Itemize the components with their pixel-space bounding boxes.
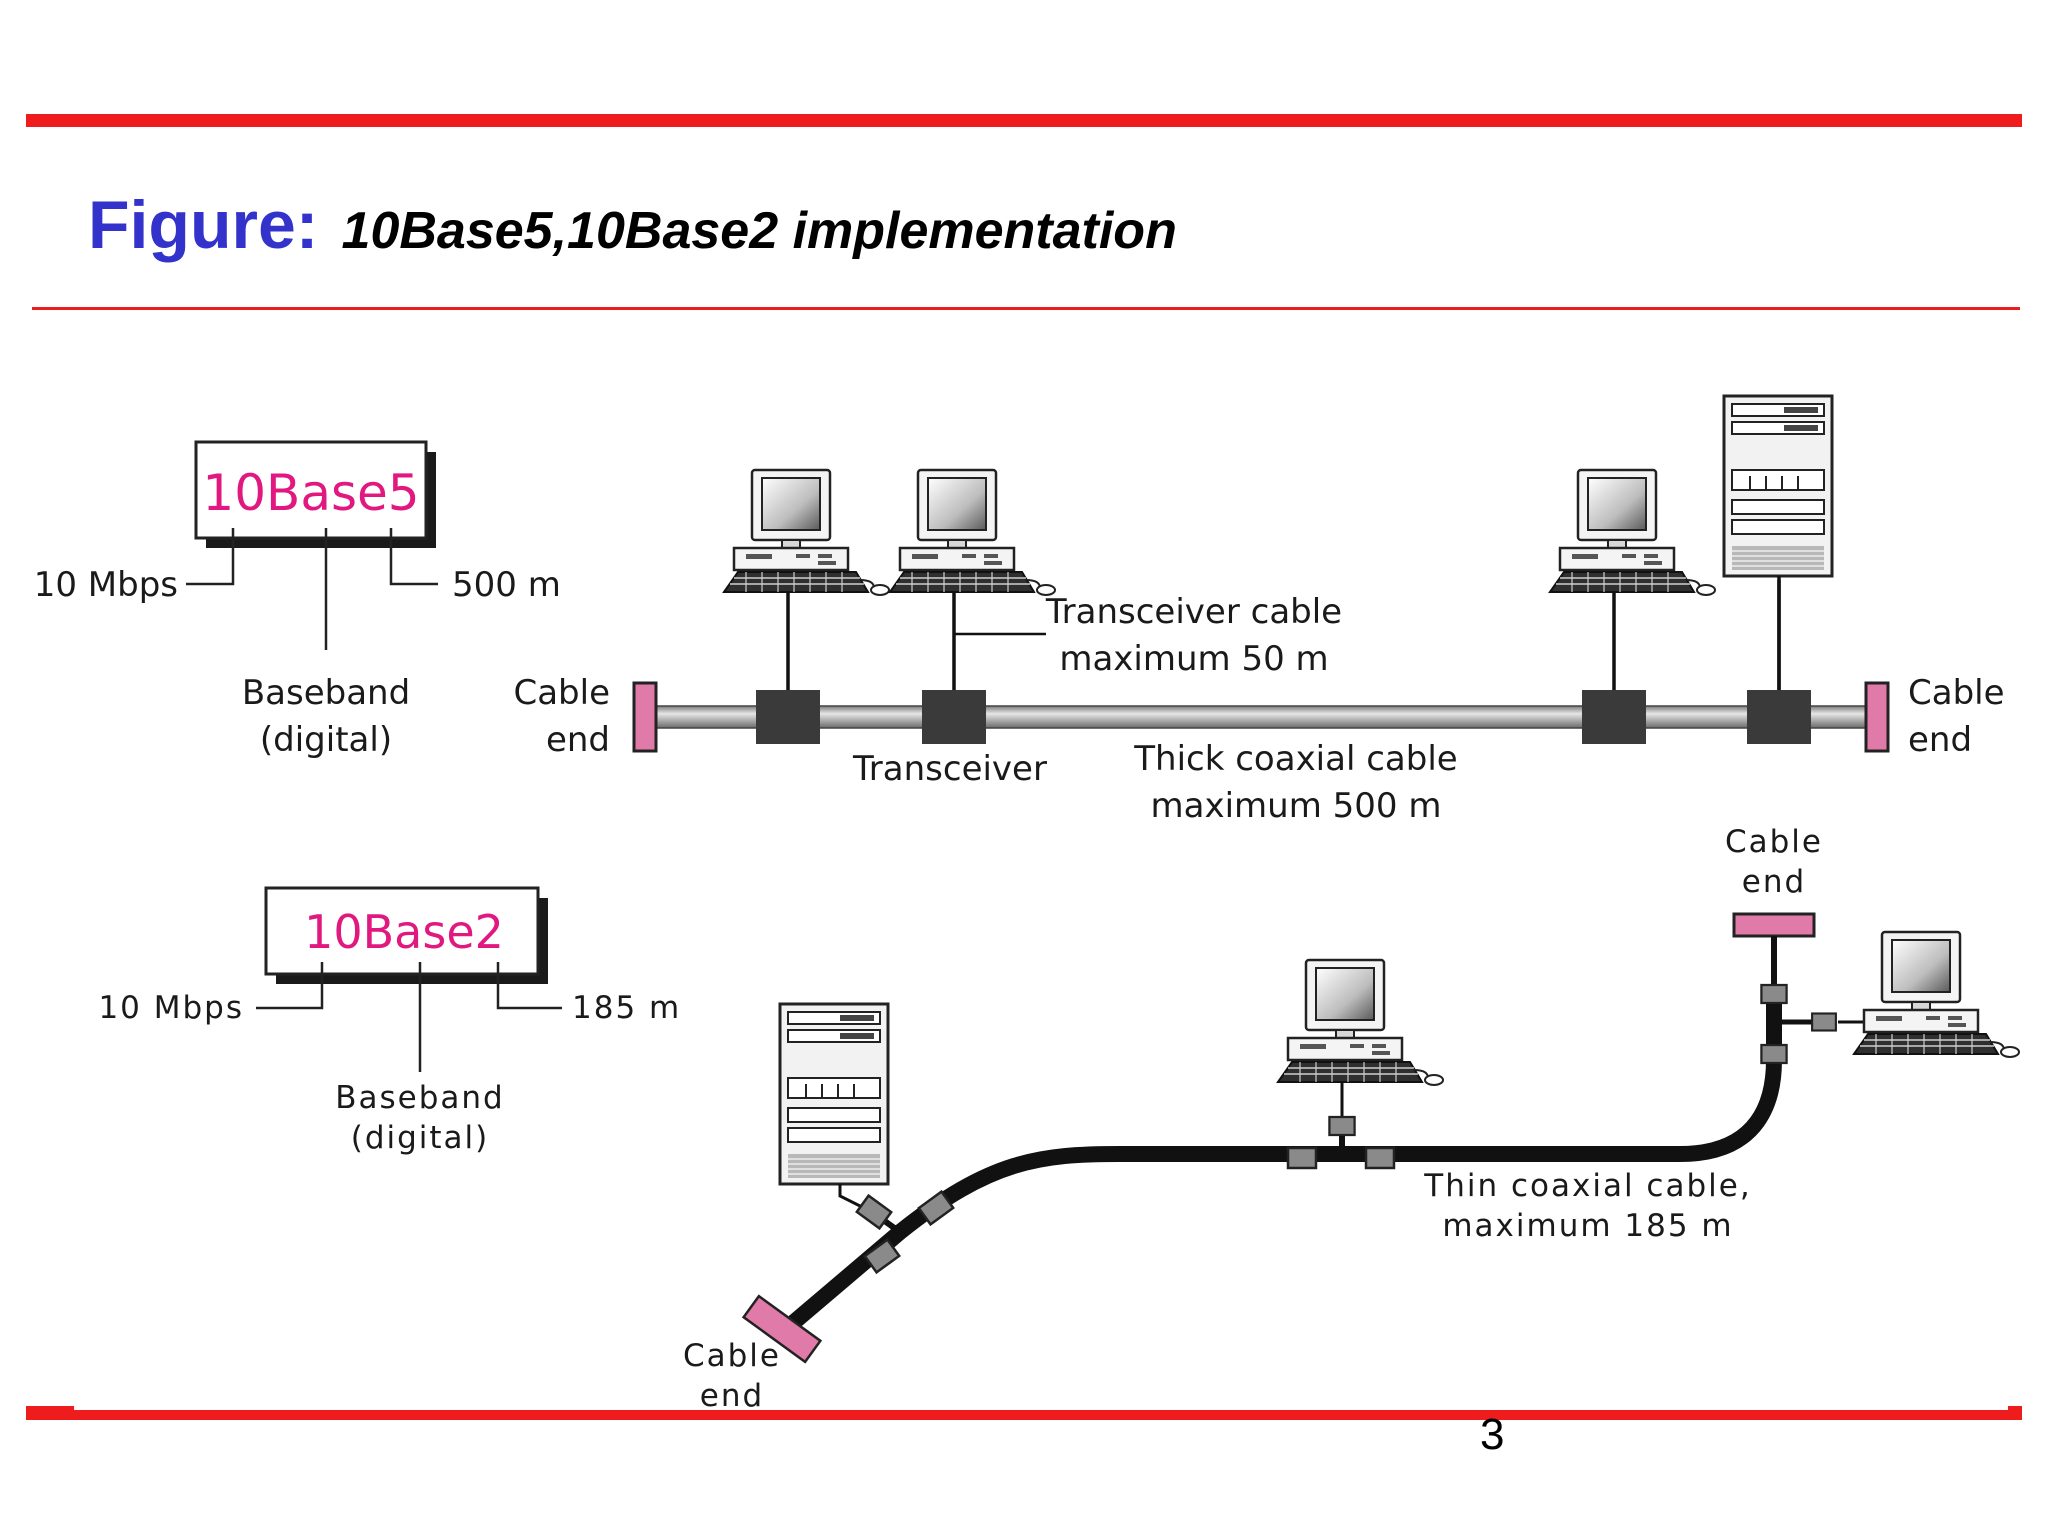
thick-cable-line1: Thick coaxial cable xyxy=(1133,739,1457,779)
base2-cable-end-bottom-line1: Cable xyxy=(683,1338,781,1374)
bottom-thick-rule xyxy=(26,1410,2022,1420)
transceiver-cable-line2: maximum 50 m xyxy=(1059,639,1328,679)
bottom-left-tab xyxy=(26,1406,74,1420)
title-underline-rule xyxy=(32,307,2020,310)
base5-signal-line1: Baseband xyxy=(242,673,410,713)
t-connector-icon xyxy=(1286,1115,1396,1170)
workstation-icon xyxy=(1276,958,1445,1087)
thin-cable-line2: maximum 185 m xyxy=(1442,1208,1733,1244)
base2-cable-end-top-line1: Cable xyxy=(1725,824,1823,860)
workstation-icon xyxy=(1852,930,2021,1059)
cable-end-terminator-icon xyxy=(741,1294,823,1364)
title-main: 10Base5,10Base2 implementation xyxy=(341,202,1177,260)
base5-signal-line2: (digital) xyxy=(260,720,392,760)
slide-title: Figure: 10Base5,10Base2 implementation xyxy=(88,186,1177,264)
base2-spec-box: 10Base2 10 Mbps 185 m Baseband (digital) xyxy=(98,886,681,1156)
base5-spec-box: 10Base5 10 Mbps 500 m Baseband (digital) xyxy=(34,440,561,760)
base5-rate-label: 10 Mbps xyxy=(34,565,178,605)
t-connector-icon xyxy=(855,1190,955,1274)
transceiver-label: Transceiver xyxy=(852,749,1047,789)
base5-cable-end-left-line2: end xyxy=(546,720,610,760)
transceiver-cable-line1: Transceiver cable xyxy=(1045,592,1342,632)
page-number: 3 xyxy=(1480,1410,1505,1459)
workstation-icon xyxy=(1548,468,1717,597)
base5-length-label: 500 m xyxy=(452,565,561,605)
thin-coax-segment xyxy=(741,912,1816,1364)
top-thick-rule xyxy=(26,114,2022,127)
thick-cable-line2: maximum 500 m xyxy=(1151,786,1442,826)
base2-signal-line2: (digital) xyxy=(351,1120,490,1156)
base2-length-label: 185 m xyxy=(572,990,681,1026)
base5-cable-end-left-line1: Cable xyxy=(513,673,610,713)
cable-end-terminator-icon xyxy=(1732,912,1816,938)
base5-cable-end-right-line1: Cable xyxy=(1908,673,2005,713)
base2-cable-end-bottom-line2: end xyxy=(700,1378,764,1414)
title-prefix: Figure: xyxy=(88,187,319,263)
base2-rate-label: 10 Mbps xyxy=(98,990,244,1026)
thin-cable-line1: Thin coaxial cable, xyxy=(1423,1168,1751,1204)
base2-name-label: 10Base2 xyxy=(304,905,504,959)
workstation-icon xyxy=(722,468,891,597)
base2-signal-line1: Baseband xyxy=(335,1080,505,1116)
bottom-right-tab xyxy=(2008,1406,2022,1420)
server-icon xyxy=(1722,394,1834,578)
base5-cable-end-right-line2: end xyxy=(1908,720,1972,760)
server-icon xyxy=(778,1002,890,1186)
base2-cable-end-top-line2: end xyxy=(1742,864,1806,900)
workstation-icon xyxy=(888,468,1057,597)
transceiver-icon xyxy=(756,690,1811,744)
base5-name-label: 10Base5 xyxy=(202,464,419,522)
cable-end-terminator-icon xyxy=(1864,681,1890,753)
cable-end-terminator-icon xyxy=(632,681,658,753)
